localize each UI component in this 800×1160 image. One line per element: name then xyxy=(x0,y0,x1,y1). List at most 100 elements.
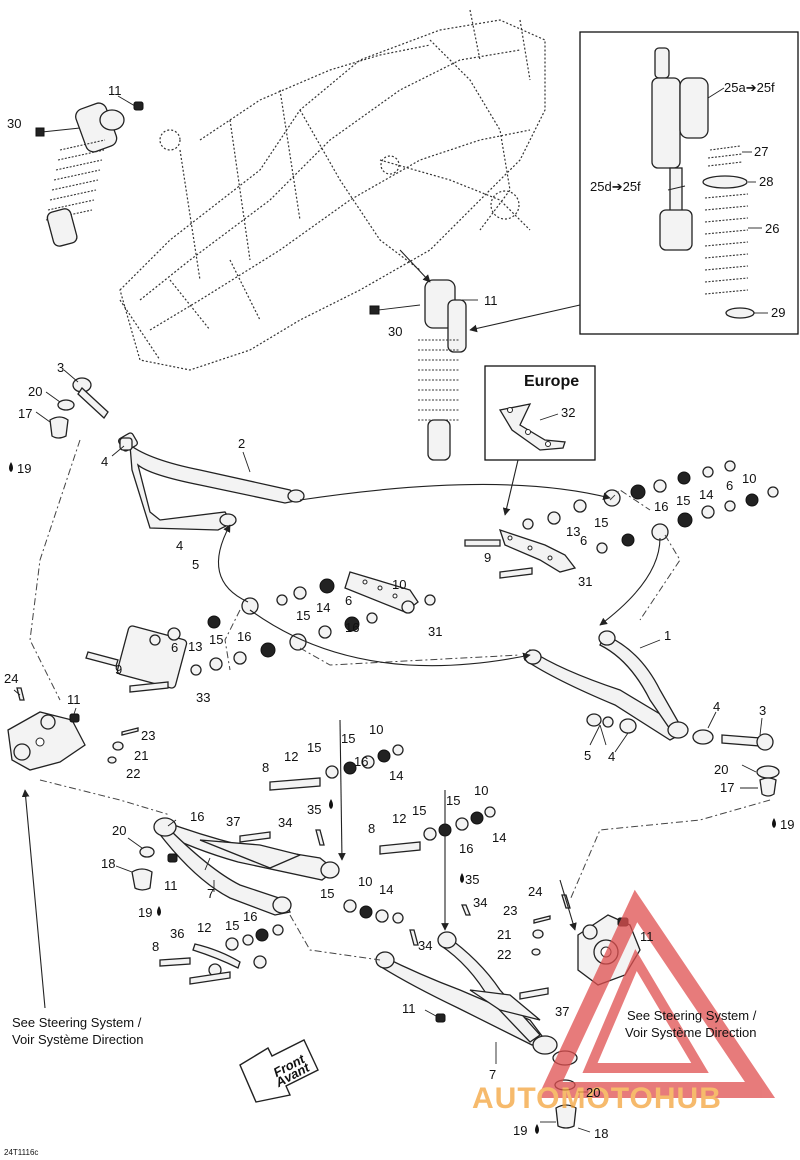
part-label: 10 xyxy=(358,874,372,889)
part-label: 15 xyxy=(225,918,239,933)
part-label: 20 xyxy=(28,384,42,399)
part-label: 12 xyxy=(284,749,298,764)
part-label: 19 xyxy=(17,461,31,476)
part-label: 14 xyxy=(389,768,403,783)
part-label: 14 xyxy=(316,600,330,615)
part-label: 36 xyxy=(170,926,184,941)
part-label: 5 xyxy=(584,748,591,763)
part-label: 25a➔25f xyxy=(724,80,775,95)
part-label: 15 xyxy=(341,731,355,746)
part-label: 9 xyxy=(484,550,491,565)
part-label: 19 xyxy=(138,905,152,920)
part-label: 10 xyxy=(392,577,406,592)
upper-ball-joint-right xyxy=(692,729,780,797)
part-label: 5 xyxy=(192,557,199,572)
part-label: 34 xyxy=(418,938,432,953)
part-label: 9 xyxy=(115,662,122,677)
part-label: 16 xyxy=(654,499,668,514)
shock-detail-parts xyxy=(651,47,755,319)
part-label: 21 xyxy=(497,927,511,942)
part-label: 4 xyxy=(608,749,615,764)
part-label: 37 xyxy=(226,814,240,829)
part-label: 11 xyxy=(67,692,81,707)
part-label: 11 xyxy=(484,293,498,308)
part-label: 10 xyxy=(742,471,756,486)
part-label: 1 xyxy=(664,628,671,643)
part-label: 16 xyxy=(345,620,359,635)
part-label: 16 xyxy=(459,841,473,856)
watermark-text: AUTOMOTOHUB xyxy=(472,1082,722,1115)
part-label: 37 xyxy=(555,1004,569,1019)
left-knuckle xyxy=(7,687,86,771)
part-label: 22 xyxy=(126,766,140,781)
part-label: 16 xyxy=(190,809,204,824)
part-number-labels: 1 2 3 3 4 4 4 4 5 5 6 6 6 6 7 7 8 8 8 9 … xyxy=(4,80,794,1141)
vehicle-frame xyxy=(119,9,546,371)
bushing-stack-upper-right xyxy=(464,460,779,579)
part-label: 15 xyxy=(320,886,334,901)
part-label: 25d➔25f xyxy=(590,179,641,194)
part-label: 16 xyxy=(354,754,368,769)
part-label: 30 xyxy=(7,116,21,131)
part-label: 24 xyxy=(4,671,18,686)
part-label: 10 xyxy=(369,722,383,737)
part-label: 21 xyxy=(134,748,148,763)
steering-note-right-en: See Steering System / xyxy=(627,1008,757,1023)
steering-note-left-fr: Voir Système Direction xyxy=(12,1032,144,1047)
part-label: 16 xyxy=(243,909,257,924)
part-label: 17 xyxy=(18,406,32,421)
part-label: 18 xyxy=(101,856,115,871)
part-label: 15 xyxy=(307,740,321,755)
part-label: 11 xyxy=(164,878,178,893)
part-label: 15 xyxy=(412,803,426,818)
part-label: 34 xyxy=(278,815,292,830)
part-label: 32 xyxy=(561,405,575,420)
part-label: 12 xyxy=(197,920,211,935)
bushing-stack-lower xyxy=(159,744,496,985)
part-label: 8 xyxy=(368,821,375,836)
part-label: 3 xyxy=(759,703,766,718)
part-label: 28 xyxy=(759,174,773,189)
part-label: 16 xyxy=(237,629,251,644)
lower-a-arm-right xyxy=(375,931,558,1055)
part-label: 35 xyxy=(307,802,321,817)
part-label: 7 xyxy=(489,1067,496,1082)
part-label: 20 xyxy=(112,823,126,838)
part-label: 6 xyxy=(345,593,352,608)
part-label: 14 xyxy=(699,487,713,502)
part-label: 8 xyxy=(262,760,269,775)
front-direction-arrow: Front Avant xyxy=(239,1039,319,1103)
right-shock-absorber xyxy=(418,279,467,461)
part-label: 19 xyxy=(780,817,794,832)
part-label: 23 xyxy=(503,903,517,918)
grease-drop-icons xyxy=(9,462,776,1134)
watermark-logo: AUTOMOTOHUB xyxy=(472,889,776,1115)
part-label: 15 xyxy=(296,608,310,623)
part-label: 6 xyxy=(580,533,587,548)
part-label: 30 xyxy=(388,324,402,339)
part-label: 20 xyxy=(714,762,728,777)
part-label: 6 xyxy=(726,478,733,493)
part-label: 14 xyxy=(379,882,393,897)
part-label: 7 xyxy=(207,886,214,901)
part-label: 19 xyxy=(513,1123,527,1138)
part-label: 22 xyxy=(497,947,511,962)
part-label: 4 xyxy=(101,454,108,469)
part-label: 4 xyxy=(176,538,183,553)
part-label: 12 xyxy=(392,811,406,826)
part-label: 18 xyxy=(594,1126,608,1141)
part-label: 17 xyxy=(720,780,734,795)
part-label: 20 xyxy=(586,1085,600,1100)
part-label: 6 xyxy=(171,640,178,655)
part-label: 3 xyxy=(57,360,64,375)
part-label: 8 xyxy=(152,939,159,954)
part-label: 13 xyxy=(566,524,580,539)
left-shock-absorber xyxy=(45,102,125,247)
europe-inset xyxy=(484,365,596,461)
part-label: 15 xyxy=(594,515,608,530)
part-label: 15 xyxy=(446,793,460,808)
upper-a-arm-left xyxy=(118,432,305,531)
part-label: 15 xyxy=(209,632,223,647)
part-label: 11 xyxy=(640,929,654,944)
